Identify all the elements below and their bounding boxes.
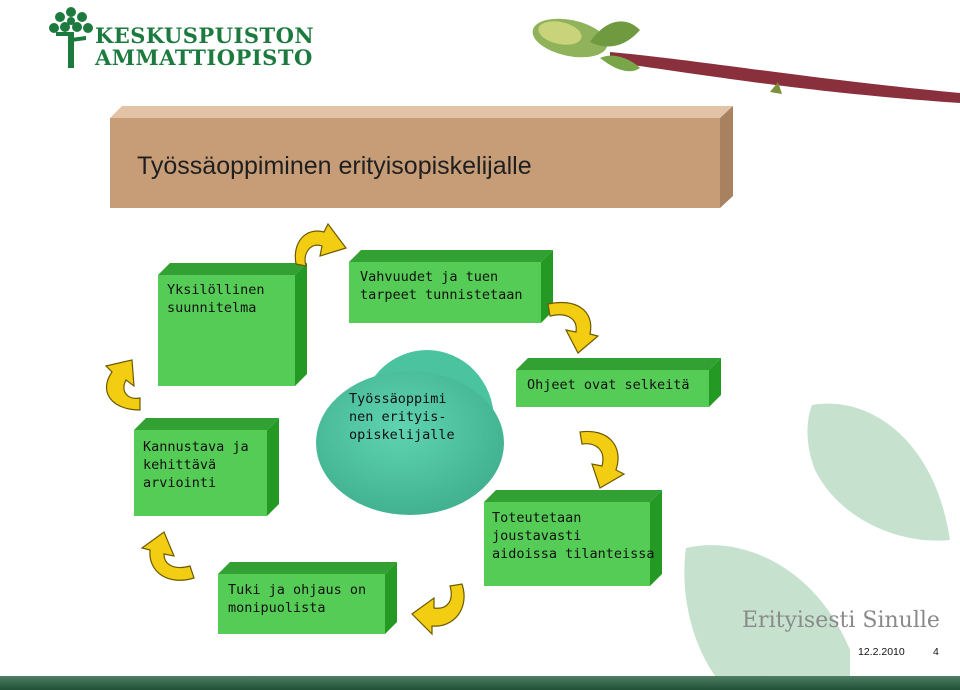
cycle-arrow-5 [140, 531, 195, 581]
leaf-shape-upper [807, 403, 950, 541]
footer-bar [0, 676, 960, 690]
branch-image [532, 18, 960, 103]
leaf-shape-lower [684, 545, 850, 676]
step-box-individual-plan [158, 263, 307, 386]
step-1-line-2: suunnitelma [167, 300, 256, 316]
center-circle [316, 350, 504, 515]
logo-line-2: AMMATTIOPISTO [95, 45, 313, 70]
step-1-line-1: Yksilöllinen [167, 282, 265, 298]
step-box-clear-instructions [516, 358, 721, 407]
step-6-line-2: kehittävä [143, 457, 216, 473]
step-4-line-1: Toteutetaan [492, 510, 581, 526]
slogan-text: Erityisesti Sinulle [742, 608, 940, 633]
step-5-line-2: monipuolista [228, 600, 326, 616]
title-box [110, 118, 720, 208]
step-box-strengths [349, 250, 553, 323]
step-5-line-1: Tuki ja ohjaus on [228, 582, 366, 598]
cycle-arrow-4 [411, 583, 465, 636]
logo-text: KESKUSPUISTON AMMATTIOPISTO [95, 25, 314, 69]
slide-title: Työssäoppiminen erityisopiskelijalle [137, 152, 532, 180]
center-label-line-3: opiskelijalle [349, 427, 455, 443]
step-2-line-2: tarpeet tunnistetaan [360, 287, 523, 303]
step-4-line-3: aidoissa tilanteissa [492, 546, 655, 562]
title-box-side [720, 106, 733, 208]
cycle-arrow-3 [579, 430, 626, 489]
step-box-assessment [134, 418, 279, 516]
step-2-line-1: Vahvuudet ja tuen [360, 269, 498, 285]
footer-date: 12.2.2010 [858, 646, 905, 658]
step-box-flexible-implementation [484, 490, 662, 586]
step-3-line-1: Ohjeet ovat selkeitä [527, 377, 690, 393]
cycle-arrow-1 [294, 222, 347, 267]
step-6-line-1: Kannustava ja [143, 439, 249, 455]
center-label-line-2: nen erityis- [349, 409, 447, 425]
center-label-line-1: Työssäoppimi [349, 391, 447, 407]
page-number: 4 [933, 646, 939, 658]
step-4-line-2: joustavasti [492, 528, 581, 544]
cycle-arrow-6 [104, 359, 141, 411]
title-box-top [110, 106, 733, 118]
cycle-arrow-2 [547, 302, 600, 354]
tree-logo-icon [49, 7, 93, 68]
logo-line-1: KESKUSPUISTON [95, 23, 315, 48]
step-box-support-guidance [218, 562, 397, 634]
step-6-line-3: arviointi [143, 475, 216, 491]
